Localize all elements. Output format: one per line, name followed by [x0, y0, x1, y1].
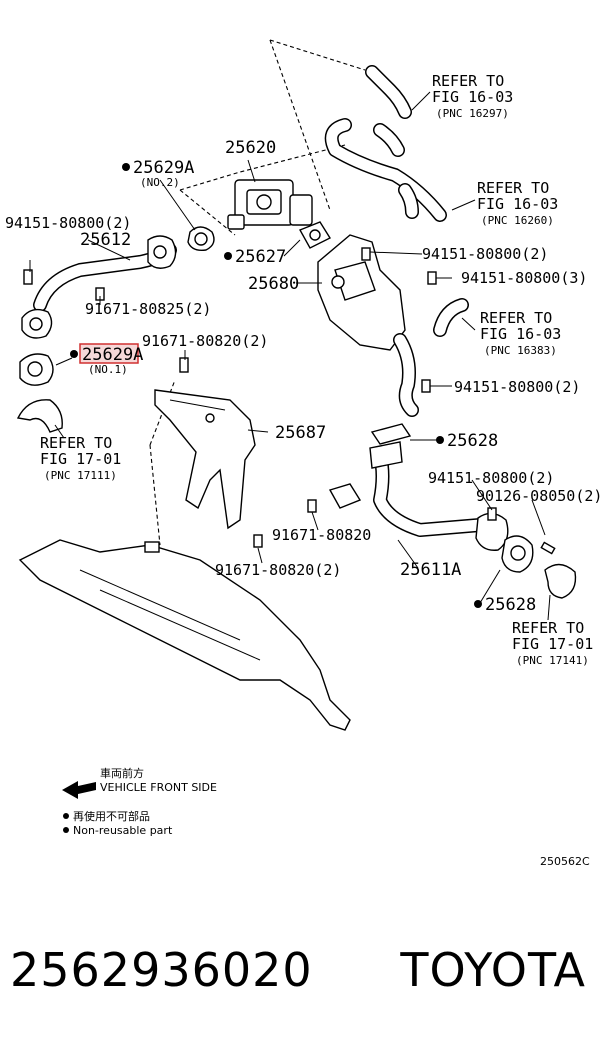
- dashed-boundaries: [149, 39, 366, 546]
- legend-nonreuse-en: Non-reusable part: [73, 824, 173, 837]
- refer-callout-16260: REFER TO FIG 16-03 (PNC 16260): [477, 179, 558, 227]
- egr-valve: [227, 179, 313, 230]
- refer-callout-17141: REFER TO FIG 17-01 (PNC 17141): [512, 619, 593, 667]
- label-25629a-no1-selected: 25629A: [82, 345, 143, 365]
- label-90126: 90126-08050(2): [476, 487, 600, 505]
- label-25628-a: 25628: [447, 431, 498, 451]
- svg-text:(PNC 16383): (PNC 16383): [484, 344, 557, 357]
- brand-name: TOYOTA: [400, 943, 586, 997]
- refer-callout-16297: REFER TO FIG 16-03 (PNC 16297): [432, 72, 513, 120]
- non-reusable-dot-icon: [70, 350, 78, 358]
- selected-part-highlight: [79, 343, 139, 364]
- svg-text:FIG 17-01: FIG 17-01: [40, 450, 121, 468]
- exhaust-manifold: [18, 539, 351, 731]
- bolt-icon: [307, 499, 317, 513]
- svg-text:REFER TO: REFER TO: [432, 72, 504, 90]
- label-25611a: 25611A: [400, 560, 461, 580]
- non-reusable-dot-icon: [436, 436, 444, 444]
- gasket-25629a-no1: [19, 353, 54, 386]
- svg-text:FIG 17-01: FIG 17-01: [512, 635, 593, 653]
- legend-front-jp: 車両前方: [100, 766, 144, 780]
- label-25620: 25620: [225, 138, 276, 158]
- bolt-icon: [540, 541, 556, 555]
- part-labels: 25620 25629A (NO.2) 94151-80800(2) 25612…: [5, 138, 600, 615]
- svg-text:REFER TO: REFER TO: [480, 309, 552, 327]
- non-reusable-dot-icon: [122, 163, 130, 171]
- gasket-25627: [299, 221, 332, 249]
- legend-front-en: VEHICLE FRONT SIDE: [100, 781, 217, 794]
- svg-text:(PNC 16297): (PNC 16297): [436, 107, 509, 120]
- label-94151-2: 94151-80800(2): [422, 245, 548, 263]
- svg-text:FIG 16-03: FIG 16-03: [480, 325, 561, 343]
- label-25612: 25612: [80, 230, 131, 250]
- bolt-icon: [361, 247, 371, 261]
- label-94151-1: 94151-80800(2): [5, 214, 131, 232]
- non-reusable-dot-icon: [474, 600, 482, 608]
- svg-text:REFER TO: REFER TO: [40, 434, 112, 452]
- legend: 車両前方 VEHICLE FRONT SIDE 再使用不可部品 Non-reus…: [62, 766, 217, 837]
- bolt-icon: [427, 271, 437, 285]
- svg-text:FIG 16-03: FIG 16-03: [477, 195, 558, 213]
- bolt-icon: [253, 534, 263, 548]
- label-25680: 25680: [248, 274, 299, 294]
- label-25629a-no2: 25629A: [133, 158, 194, 178]
- bolts: [23, 247, 556, 555]
- heat-shield-left: [16, 399, 63, 433]
- svg-text:(PNC 17111): (PNC 17111): [44, 469, 117, 482]
- label-25627: 25627: [235, 247, 286, 267]
- non-reusable-dot-icon: [63, 827, 69, 833]
- label-25687: 25687: [275, 423, 326, 443]
- non-reusable-dot-icon: [224, 252, 232, 260]
- bolt-icon: [23, 269, 33, 285]
- part-number: 2562936020: [10, 943, 313, 997]
- gasket-25629a-no2: [187, 226, 215, 252]
- bolt-icon: [179, 357, 189, 373]
- label-25628-b: 25628: [485, 595, 536, 615]
- bolt-icon: [421, 379, 431, 393]
- egr-pipe-25611a: [328, 423, 577, 599]
- svg-text:(NO.1): (NO.1): [88, 363, 128, 376]
- svg-text:REFER TO: REFER TO: [512, 619, 584, 637]
- label-91671-80820a: 91671-80820(2): [142, 332, 268, 350]
- exploded-parts-diagram: REFER TO FIG 16-03 (PNC 16297) REFER TO …: [5, 39, 600, 868]
- svg-text:(NO.2): (NO.2): [140, 176, 180, 189]
- svg-text:FIG 16-03: FIG 16-03: [432, 88, 513, 106]
- upper-hoses: [324, 65, 469, 337]
- leader-lines: [29, 91, 551, 621]
- svg-text:(PNC 17141): (PNC 17141): [516, 654, 589, 667]
- legend-nonreuse-jp: 再使用不可部品: [73, 809, 150, 823]
- arrow-left-icon: [62, 781, 96, 799]
- label-94151-5: 94151-80800(2): [428, 469, 554, 487]
- svg-text:REFER TO: REFER TO: [477, 179, 549, 197]
- refer-callout-17111: REFER TO FIG 17-01 (PNC 17111): [40, 434, 121, 482]
- footer: 2562936020 TOYOTA: [0, 935, 600, 1005]
- non-reusable-dot-icon: [63, 813, 69, 819]
- bolt-icon: [487, 507, 497, 521]
- svg-text:(PNC 16260): (PNC 16260): [481, 214, 554, 227]
- egr-pipe-25612: [21, 235, 177, 339]
- label-91671-80820c: 91671-80820(2): [215, 561, 341, 579]
- label-91671-80820b: 91671-80820: [272, 526, 371, 544]
- label-94151-4: 94151-80800(2): [454, 378, 580, 396]
- label-94151-3: 94151-80800(3): [461, 269, 587, 287]
- diagram-code: 250562C: [540, 855, 590, 868]
- egr-cooler: [317, 234, 419, 417]
- bracket-25687: [154, 389, 256, 530]
- label-91671-80825: 91671-80825(2): [85, 300, 211, 318]
- refer-callout-16383: REFER TO FIG 16-03 (PNC 16383): [480, 309, 561, 357]
